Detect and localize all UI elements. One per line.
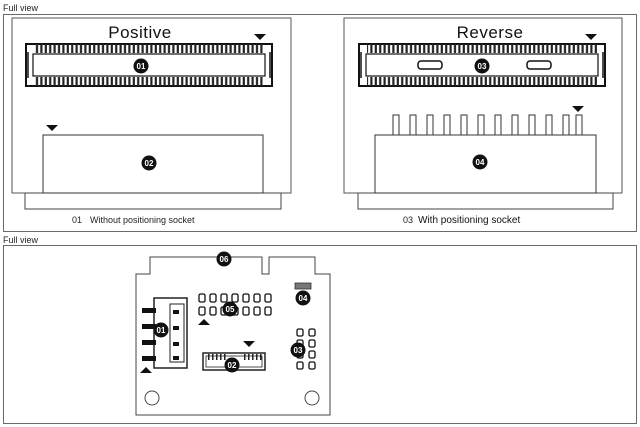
- orientation-marker: [198, 319, 210, 325]
- mounting-hole: [144, 390, 160, 406]
- orientation-marker: [243, 341, 255, 347]
- orientation-marker: [572, 106, 584, 112]
- svg-text:03: 03: [294, 346, 303, 355]
- svg-text:05: 05: [226, 305, 235, 314]
- reverse-caption-text: With positioning socket: [418, 215, 520, 226]
- svg-text:02: 02: [145, 159, 154, 168]
- board-badge-05: 05: [222, 301, 238, 317]
- svg-text:02: 02: [228, 361, 237, 370]
- bottom-section-label: Full view: [3, 235, 39, 245]
- svg-text:01: 01: [137, 62, 146, 71]
- board-badge-02: 02: [224, 357, 240, 373]
- orientation-marker: [254, 34, 266, 40]
- top-section-label: Full view: [3, 3, 39, 13]
- reverse-title: Reverse: [457, 23, 524, 42]
- board-badge-01: 01: [153, 322, 169, 338]
- board-badge-06: 06: [216, 251, 232, 267]
- header-pins: [392, 114, 583, 136]
- svg-text:04: 04: [299, 294, 308, 303]
- mounting-hole: [304, 390, 320, 406]
- pad-array: [198, 293, 272, 316]
- badge-03: 03: [474, 58, 490, 74]
- reverse-diagram: [343, 17, 623, 210]
- positive-connector: [25, 43, 273, 87]
- positioning-slot: [417, 60, 443, 70]
- reverse-connector: [358, 43, 606, 87]
- svg-text:04: 04: [476, 158, 485, 167]
- svg-text:01: 01: [157, 326, 166, 335]
- orientation-marker: [140, 367, 152, 373]
- badge-01: 01: [133, 58, 149, 74]
- svg-text:03: 03: [478, 62, 487, 71]
- orientation-marker: [46, 125, 58, 131]
- board-badge-04: 04: [295, 290, 311, 306]
- positive-caption-number: 01: [72, 215, 82, 225]
- positive-title: Positive: [108, 23, 172, 42]
- small-component: [294, 282, 312, 290]
- badge-02: 02: [141, 155, 157, 171]
- svg-text:06: 06: [220, 255, 229, 264]
- orientation-marker: [585, 34, 597, 40]
- positive-diagram: [11, 17, 292, 210]
- board-badge-03: 03: [290, 342, 306, 358]
- badge-04: 04: [472, 154, 488, 170]
- positioning-slot: [526, 60, 552, 70]
- reverse-caption-number: 03: [403, 215, 413, 225]
- positive-caption-text: Without positioning socket: [90, 215, 195, 225]
